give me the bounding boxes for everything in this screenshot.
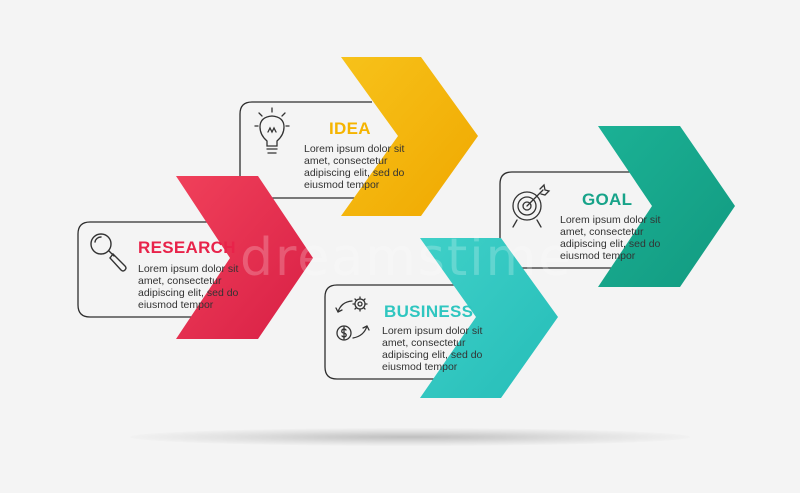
business-text: Lorem ipsum dolor sit amet, consectetur … <box>382 325 483 373</box>
idea-arrow <box>341 57 478 216</box>
lightbulb-icon <box>254 107 290 154</box>
magnifier-icon <box>90 233 127 272</box>
watermark: dreamstime <box>240 228 573 288</box>
research-title: RESEARCH <box>138 238 236 257</box>
business-outline <box>324 284 460 380</box>
research-outline <box>77 221 222 318</box>
target-icon <box>512 183 551 228</box>
goal-title: GOAL <box>582 190 633 209</box>
idea-title: IDEA <box>329 119 371 138</box>
goal-arrow <box>598 126 735 287</box>
money-cycle-icon <box>335 296 370 341</box>
research-arrow <box>176 176 313 339</box>
goal-text: Lorem ipsum dolor sit amet, consectetur … <box>560 214 661 262</box>
research-text: Lorem ipsum dolor sit amet, consectetur … <box>138 263 239 311</box>
business-arrow <box>420 238 558 398</box>
idea-text: Lorem ipsum dolor sit amet, consectetur … <box>304 143 405 191</box>
floor-shadow <box>130 428 690 446</box>
business-title: BUSINESS <box>384 302 474 321</box>
